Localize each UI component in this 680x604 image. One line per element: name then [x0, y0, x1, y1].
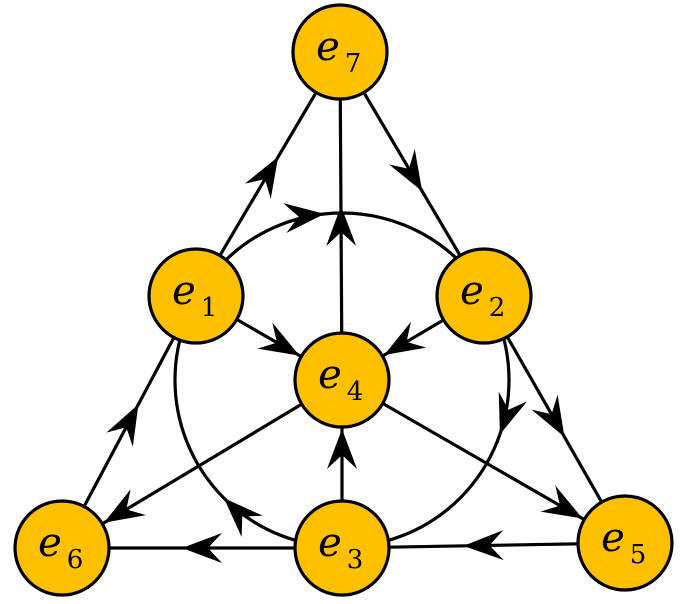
node-e5-label: e: [601, 515, 625, 561]
edge-e4-e6: [60, 378, 344, 550]
node-e3-circle: [293, 499, 391, 597]
arrow-e7-e2: [388, 149, 423, 192]
node-e7-subscript: 7: [345, 49, 362, 79]
arrow-e1-e4: [257, 322, 300, 356]
node-e5-circle: [576, 494, 674, 592]
arrows-layer: [104, 149, 583, 563]
node-e6-subscript: 6: [67, 545, 84, 575]
arrow-e2-e5: [531, 394, 565, 437]
arrow-e4-e6: [104, 489, 147, 523]
node-e7-label: e: [316, 24, 340, 70]
arrow-e3-e6: [182, 533, 222, 563]
node-e1-circle: [147, 247, 245, 345]
arrow-circle-e1-e2: [283, 203, 325, 234]
node-e2-circle: [435, 247, 533, 345]
node-e5-subscript: 5: [630, 540, 647, 570]
edges-layer: [60, 50, 627, 550]
node-e4-label: e: [318, 352, 342, 398]
arrow-e6-e1: [106, 404, 139, 447]
arrow-e1-e7: [244, 156, 279, 199]
node-e1-subscript: 1: [201, 293, 218, 323]
edge-e4-e5: [340, 378, 627, 545]
arrow-e4-e7: [326, 206, 357, 247]
node-e6-label: e: [38, 520, 62, 566]
arrow-e5-e3: [463, 530, 504, 561]
arrow-e3-e4: [327, 429, 357, 469]
arrow-e2-e4: [384, 321, 427, 356]
node-e2-subscript: 2: [489, 293, 506, 323]
arrow-circle-e3-e1: [223, 498, 263, 537]
node-e6-circle: [13, 499, 111, 597]
node-e3-subscript: 3: [347, 545, 364, 575]
node-e1-label: e: [172, 268, 196, 314]
node-e7-circle: [291, 3, 389, 101]
node-e4-subscript: 4: [347, 377, 364, 407]
node-e2-label: e: [460, 268, 484, 314]
node-e3-label: e: [318, 520, 342, 566]
arrow-e4-e5: [540, 485, 583, 519]
arrow-circle-e2-e3: [498, 391, 528, 435]
node-e4-circle: [293, 331, 391, 429]
